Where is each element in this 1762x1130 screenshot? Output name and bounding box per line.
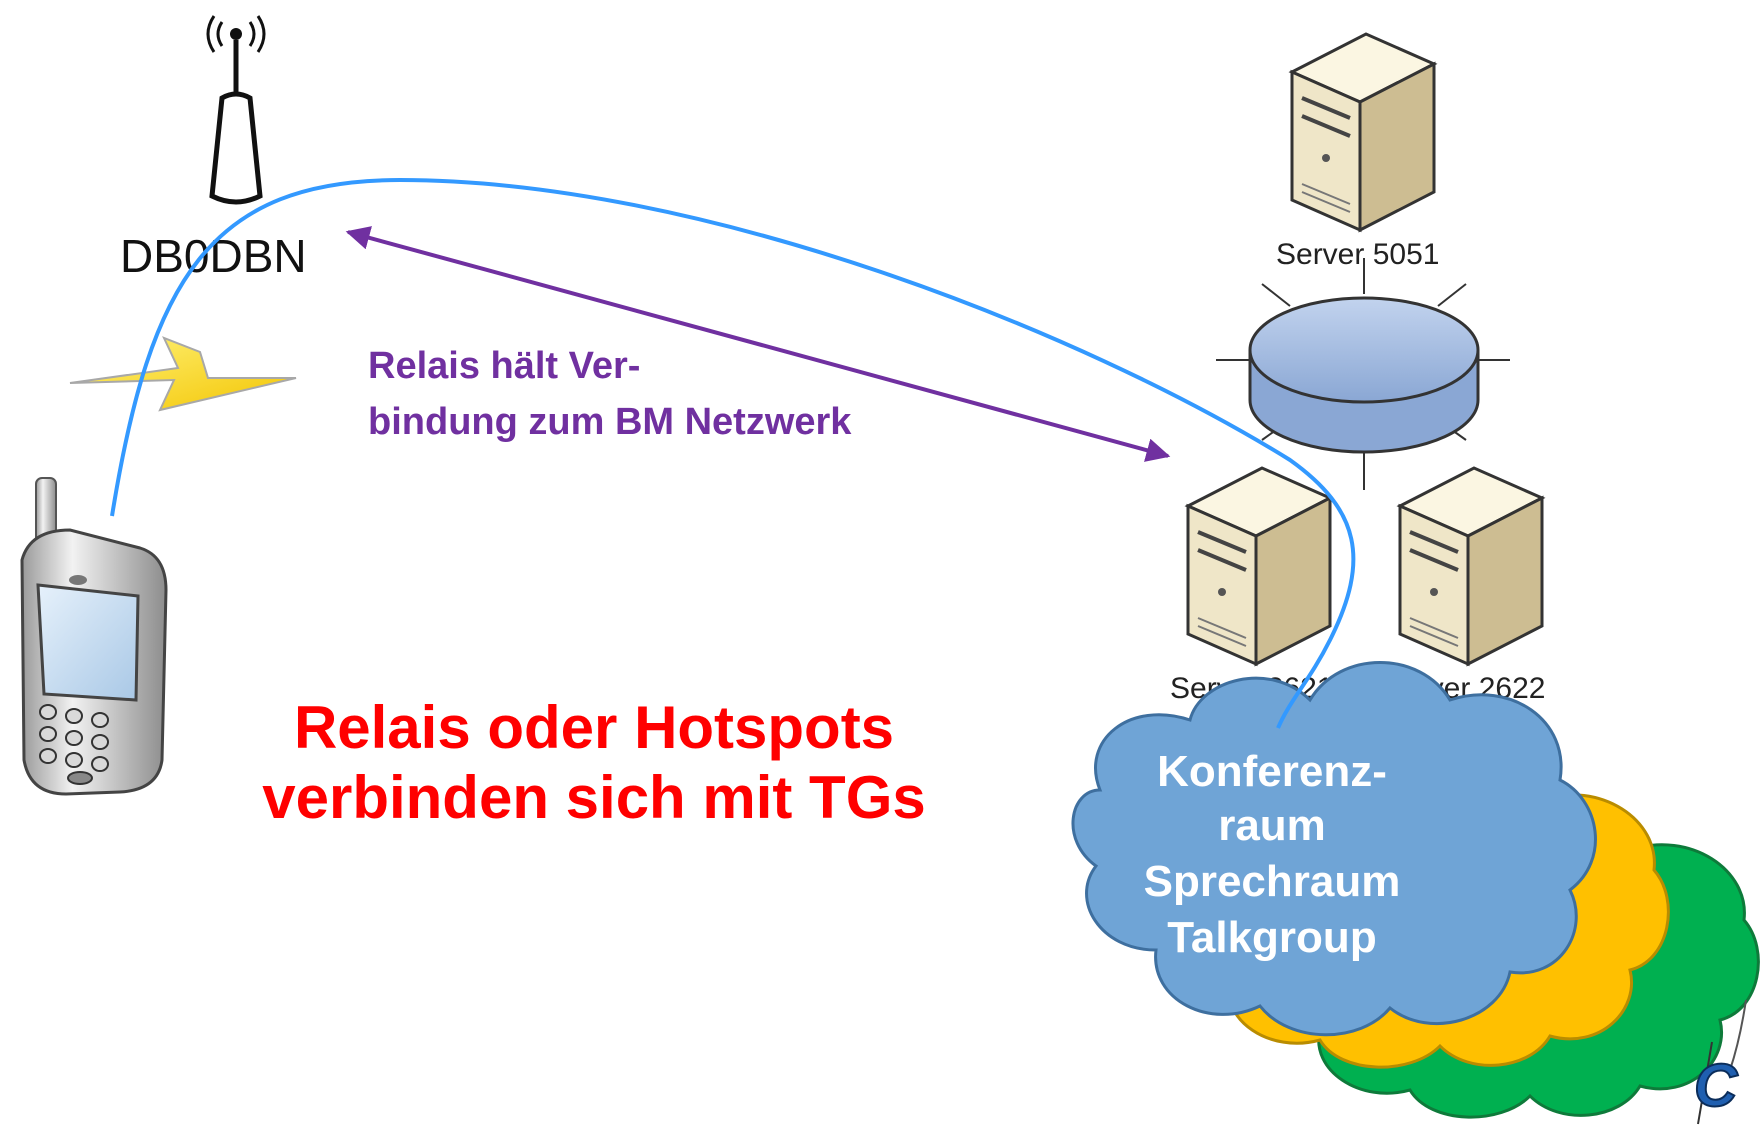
main-note-line-1: Relais oder Hotspots — [294, 694, 894, 761]
repeater-callsign: DB0DBN — [120, 230, 307, 282]
repeater-network-arrow — [345, 226, 1171, 462]
hub-icon — [1216, 258, 1510, 490]
logo-icon: C — [1693, 999, 1747, 1125]
server-2621-icon — [1184, 466, 1334, 667]
repeater-note-line-1: Relais hält Ver- — [368, 345, 640, 387]
server-5051-icon — [1288, 32, 1438, 233]
phone-icon — [20, 477, 168, 796]
cloud-line-2: raum — [1218, 801, 1326, 850]
talkgroup-cloud-blue — [1071, 661, 1597, 1037]
cloud-line-4: Talkgroup — [1167, 913, 1376, 962]
cloud-line-1: Konferenz- — [1157, 747, 1387, 796]
lightning-icon — [69, 336, 297, 412]
server-5051-label: Server 5051 — [1276, 238, 1439, 271]
cloud-line-3: Sprechraum — [1144, 857, 1401, 906]
server-2622-icon — [1396, 466, 1546, 667]
main-note-line-2: verbinden sich mit TGs — [262, 764, 926, 831]
antenna-icon — [206, 15, 266, 205]
logo-letter: C — [1694, 1052, 1739, 1119]
repeater-note-line-2: bindung zum BM Netzwerk — [368, 401, 852, 443]
